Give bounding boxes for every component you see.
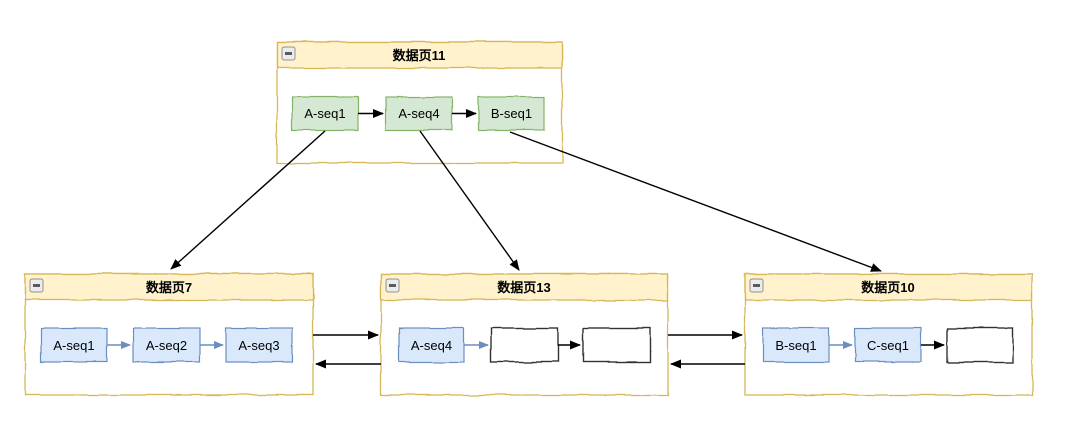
edge-page11-aseq4-to-page13 [419,130,520,271]
minus-icon [753,284,760,287]
minus-icon [33,284,40,287]
node-page7-a-seq3[interactable] [225,327,293,363]
node-page10-empty-1[interactable] [946,327,1014,363]
node-page11-a-seq1[interactable] [291,96,359,131]
container-page11-header[interactable] [276,41,563,69]
node-page13-empty-2[interactable] [582,327,651,363]
collapse-button-page7[interactable] [29,278,44,293]
collapse-button-page11[interactable] [281,46,296,61]
container-title-page10: 数据页10 [861,280,914,295]
collapse-button-page10[interactable] [749,278,764,293]
container-title-page11: 数据页11 [393,48,446,63]
node-page10-b-seq1[interactable] [762,327,830,363]
node-page10-c-seq1[interactable] [854,327,922,363]
node-label-page11-1: A-seq4 [398,106,439,121]
container-page10-header[interactable] [744,273,1033,301]
container-page13-header[interactable] [380,273,669,301]
container-page7-header[interactable] [24,273,314,301]
node-label-page7-0: A-seq1 [53,338,94,353]
node-page7-a-seq2[interactable] [132,327,201,363]
node-label-page10-0: B-seq1 [775,338,816,353]
node-label-page11-2: B-seq1 [491,106,532,121]
container-title-page13: 数据页13 [497,280,550,295]
node-page13-empty-1[interactable] [490,327,559,363]
node-page7-a-seq1[interactable] [40,327,108,363]
edge-page11-aseq1-to-page7 [170,130,326,270]
minus-icon [389,284,396,287]
edge-page11-bseq1-to-page10 [509,131,882,272]
node-label-page7-1: A-seq2 [146,338,187,353]
node-page11-b-seq1[interactable] [478,96,545,131]
node-page11-a-seq4[interactable] [385,96,453,131]
node-label-page11-0: A-seq1 [304,106,345,121]
node-label-page7-2: A-seq3 [238,338,279,353]
node-label-page13-0: A-seq4 [411,338,452,353]
container-title-page7: 数据页7 [146,280,192,295]
node-label-page10-1: C-seq1 [867,338,909,353]
minus-icon [285,52,292,55]
collapse-button-page13[interactable] [385,278,400,293]
